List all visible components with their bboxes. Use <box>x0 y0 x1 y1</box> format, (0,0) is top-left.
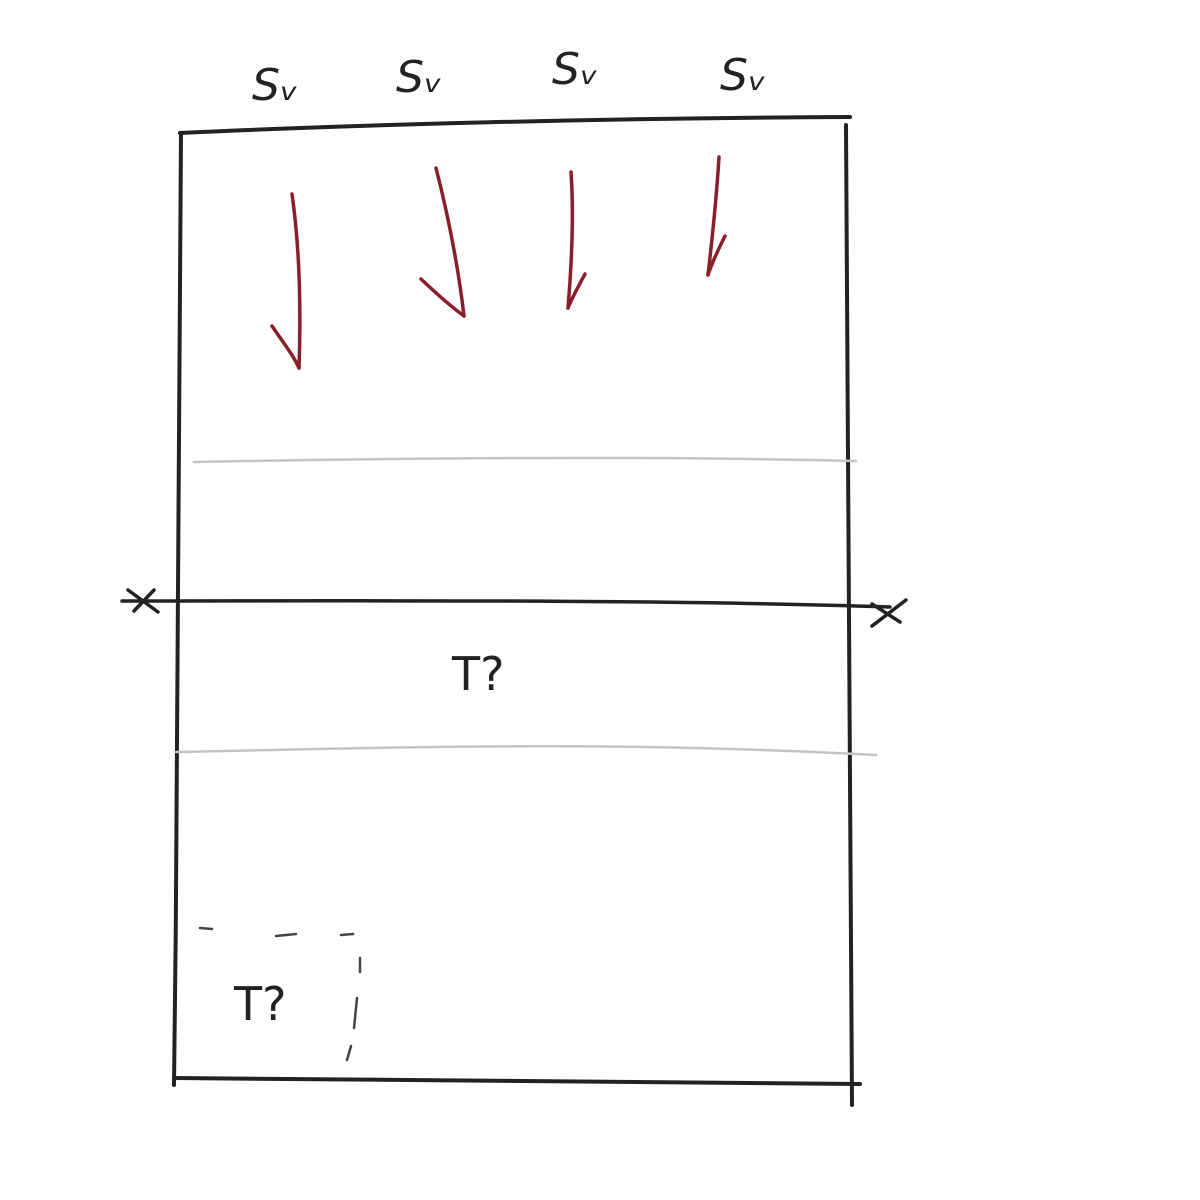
boundary-cross-icon <box>870 598 908 628</box>
down-arrow-icon <box>270 192 302 370</box>
box-right-edge <box>844 123 854 1107</box>
down-arrow-icon <box>706 155 727 277</box>
middle-label: T? <box>451 647 505 701</box>
top-label-1: Sᵥ <box>252 60 298 111</box>
outer-box <box>172 115 862 1107</box>
arrow-group <box>270 155 727 370</box>
guide-lines <box>174 456 878 757</box>
box-top-edge <box>178 115 852 135</box>
boundary-line-stroke <box>120 599 892 609</box>
boundary-cross-icon <box>126 588 160 614</box>
top-label-2: Sᵥ <box>396 52 442 103</box>
down-arrow-icon <box>566 170 587 310</box>
box-bottom-edge <box>172 1076 862 1086</box>
top-label-3: Sᵥ <box>552 44 598 95</box>
lower-guide-line <box>174 745 878 757</box>
upper-guide-line <box>192 456 858 464</box>
corner-dashed-box <box>198 926 362 1062</box>
top-label-4: Sᵥ <box>720 50 766 101</box>
box-left-edge <box>172 131 183 1087</box>
corner-label: T? <box>233 977 287 1031</box>
boundary-line <box>120 588 908 628</box>
down-arrow-icon <box>419 166 466 318</box>
